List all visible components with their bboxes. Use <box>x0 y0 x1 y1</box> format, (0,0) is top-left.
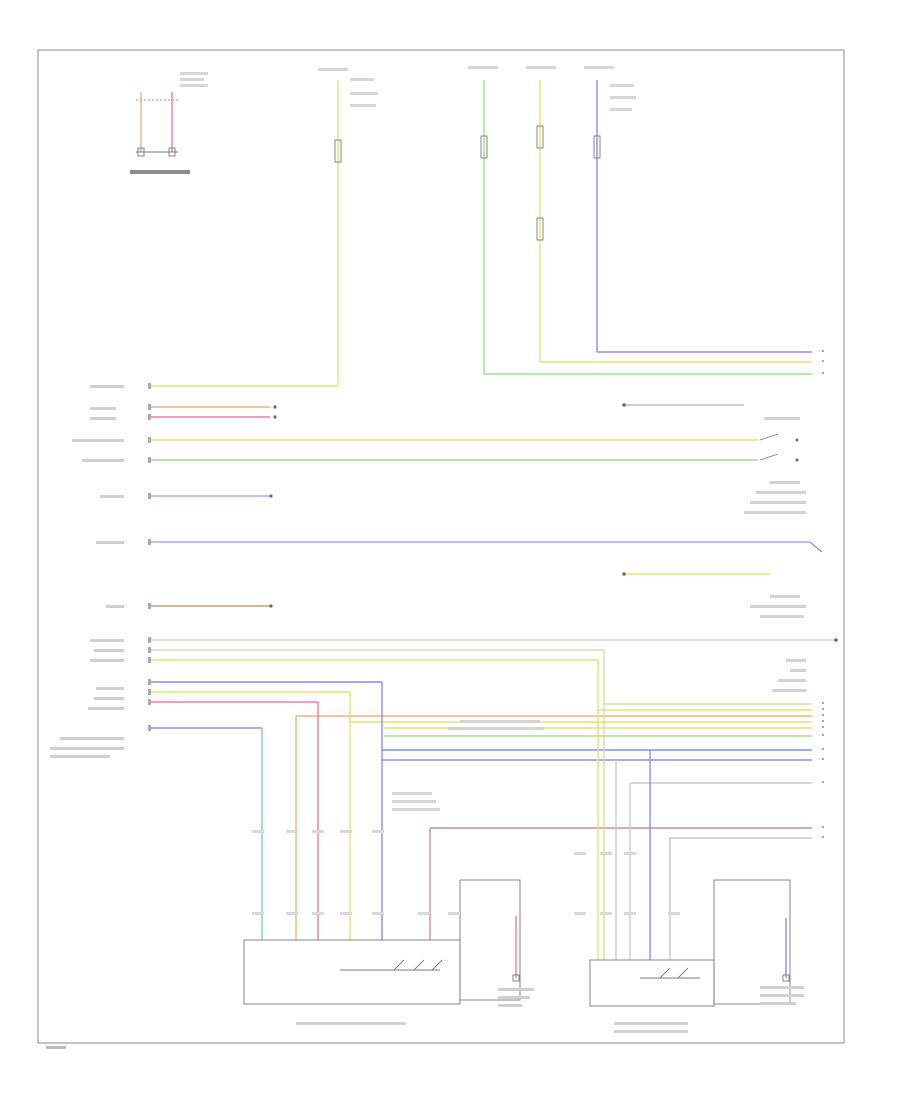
top-left-component <box>130 92 190 174</box>
right-bundle <box>296 703 812 839</box>
right-edge-terminals <box>822 350 824 838</box>
diagram-frame <box>37 49 845 1044</box>
footer-tag <box>46 1046 66 1049</box>
right-switches <box>622 403 838 692</box>
left-signal-rows <box>50 383 836 758</box>
driver-door-lock-module <box>243 879 534 1025</box>
module-connector-marks <box>252 830 680 915</box>
top-label-blocks <box>180 66 636 111</box>
passenger-door-lock-module <box>589 879 804 1033</box>
top-connectors <box>334 125 601 241</box>
down-wires <box>261 650 671 960</box>
